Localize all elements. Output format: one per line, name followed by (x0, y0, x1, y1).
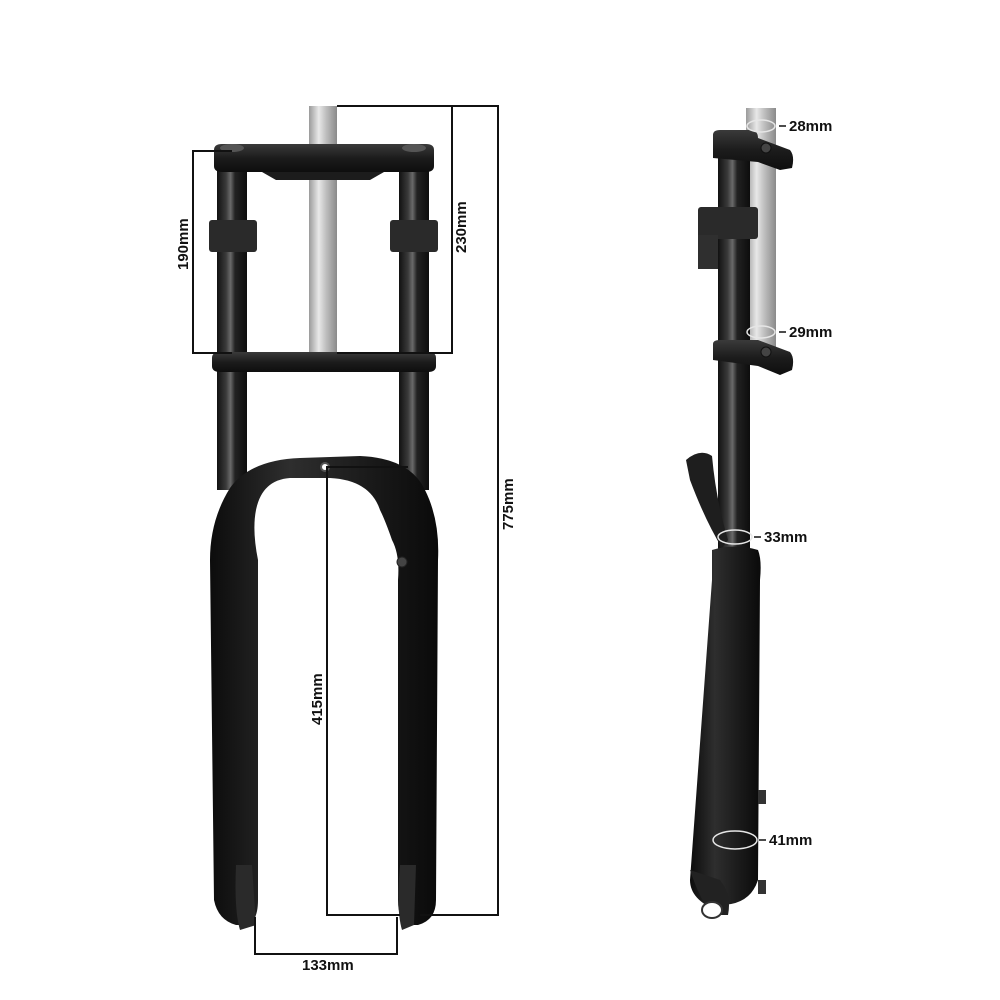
front-view (192, 105, 499, 955)
lower-crown (212, 352, 436, 372)
upper-crown (214, 144, 434, 180)
label-hub-spacing: 133mm (302, 957, 354, 974)
label-stanchion-diameter: 33mm (764, 529, 808, 546)
left-stanchion (217, 150, 247, 490)
label-crown-to-crown: 190mm (175, 218, 192, 270)
side-bolt-1 (758, 790, 766, 804)
label-steerer-top-diameter: 28mm (789, 118, 833, 135)
side-lower-crown (713, 340, 794, 375)
right-dropout (398, 865, 416, 930)
left-dropout (235, 865, 256, 930)
label-total-length: 775mm (500, 478, 517, 530)
brake-boss (396, 556, 408, 568)
label-steerer-length: 230mm (453, 201, 470, 253)
side-bolt-2 (758, 880, 766, 894)
side-upper-crown (713, 130, 794, 170)
side-clamp (698, 207, 758, 239)
side-clamp-tab (698, 235, 718, 269)
label-steerer-bottom-diameter: 29mm (789, 324, 833, 341)
dimension-lines (192, 105, 499, 955)
right-stanchion (399, 150, 429, 490)
side-view (686, 108, 794, 919)
side-arch (686, 452, 728, 548)
leader-lines (754, 125, 786, 841)
measure-ellipses (712, 119, 776, 850)
left-clamp (209, 220, 257, 252)
axle-slot (701, 901, 723, 919)
right-clamp (390, 220, 438, 252)
steerer-tube (309, 106, 337, 354)
label-lower-leg-diameter: 41mm (769, 832, 813, 849)
side-lower-leg (690, 546, 761, 905)
lower-crown-bolt (760, 346, 772, 358)
label-axle-to-crown: 415mm (309, 673, 326, 725)
upper-crown-bolt (760, 142, 772, 154)
